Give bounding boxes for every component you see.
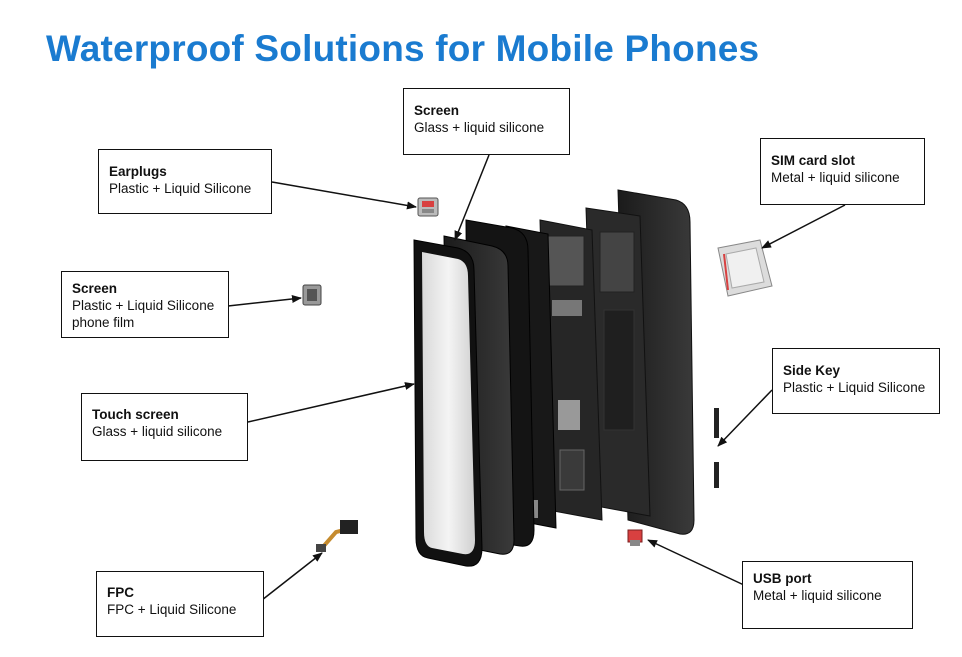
callout-desc: Plastic + Liquid Silicone [109, 181, 252, 196]
callout-name: FPC [107, 585, 134, 600]
page-title: Waterproof Solutions for Mobile Phones [46, 28, 760, 69]
callout-name: Touch screen [92, 407, 179, 422]
callout-earplugs: Earplugs Plastic + Liquid Silicone [98, 149, 272, 214]
arrow-screen-top [454, 154, 490, 241]
arrow-touch [247, 382, 415, 423]
usb-port-part [627, 529, 643, 546]
callout-touch-screen: Touch screen Glass + liquid silicone [81, 393, 248, 461]
callout-desc: FPC + Liquid Silicone [107, 602, 237, 617]
arrow-earplugs [271, 181, 417, 210]
earplug-part [417, 197, 439, 217]
callout-desc: Plastic + Liquid Silicone phone film [72, 298, 215, 330]
arrow-usb [647, 539, 747, 587]
fpc-part [316, 520, 358, 552]
sim-tray-part [717, 239, 773, 297]
callout-screen-film: Screen Plastic + Liquid Silicone phone f… [61, 271, 229, 338]
callout-name: SIM card slot [771, 153, 856, 168]
side-key-part [714, 408, 719, 488]
callout-sim-card-slot: SIM card slot Metal + liquid silicone [760, 138, 925, 205]
callout-desc: Glass + liquid silicone [92, 424, 223, 439]
callout-usb-port: USB port Metal + liquid silicone [742, 561, 913, 629]
callout-name: Side Key [783, 363, 841, 378]
callout-fpc: FPC FPC + Liquid Silicone [96, 571, 264, 637]
callout-name: Earplugs [109, 164, 167, 179]
callout-name: Screen [72, 281, 118, 296]
callout-screen-top: Screen Glass + liquid silicone [403, 88, 570, 155]
callout-name: USB port [753, 571, 812, 586]
callout-side-key: Side Key Plastic + Liquid Silicone [772, 348, 940, 414]
screen-film-part [302, 284, 322, 306]
callout-desc: Glass + liquid silicone [414, 120, 545, 135]
callout-name: Screen [414, 103, 460, 118]
callout-desc: Plastic + Liquid Silicone [783, 380, 926, 395]
callout-desc: Metal + liquid silicone [771, 170, 900, 185]
arrow-sim [761, 204, 846, 249]
arrow-screen-film [227, 295, 302, 307]
arrow-side-key [717, 389, 773, 447]
callout-desc: Metal + liquid silicone [753, 588, 882, 603]
arrow-fpc [261, 552, 323, 601]
